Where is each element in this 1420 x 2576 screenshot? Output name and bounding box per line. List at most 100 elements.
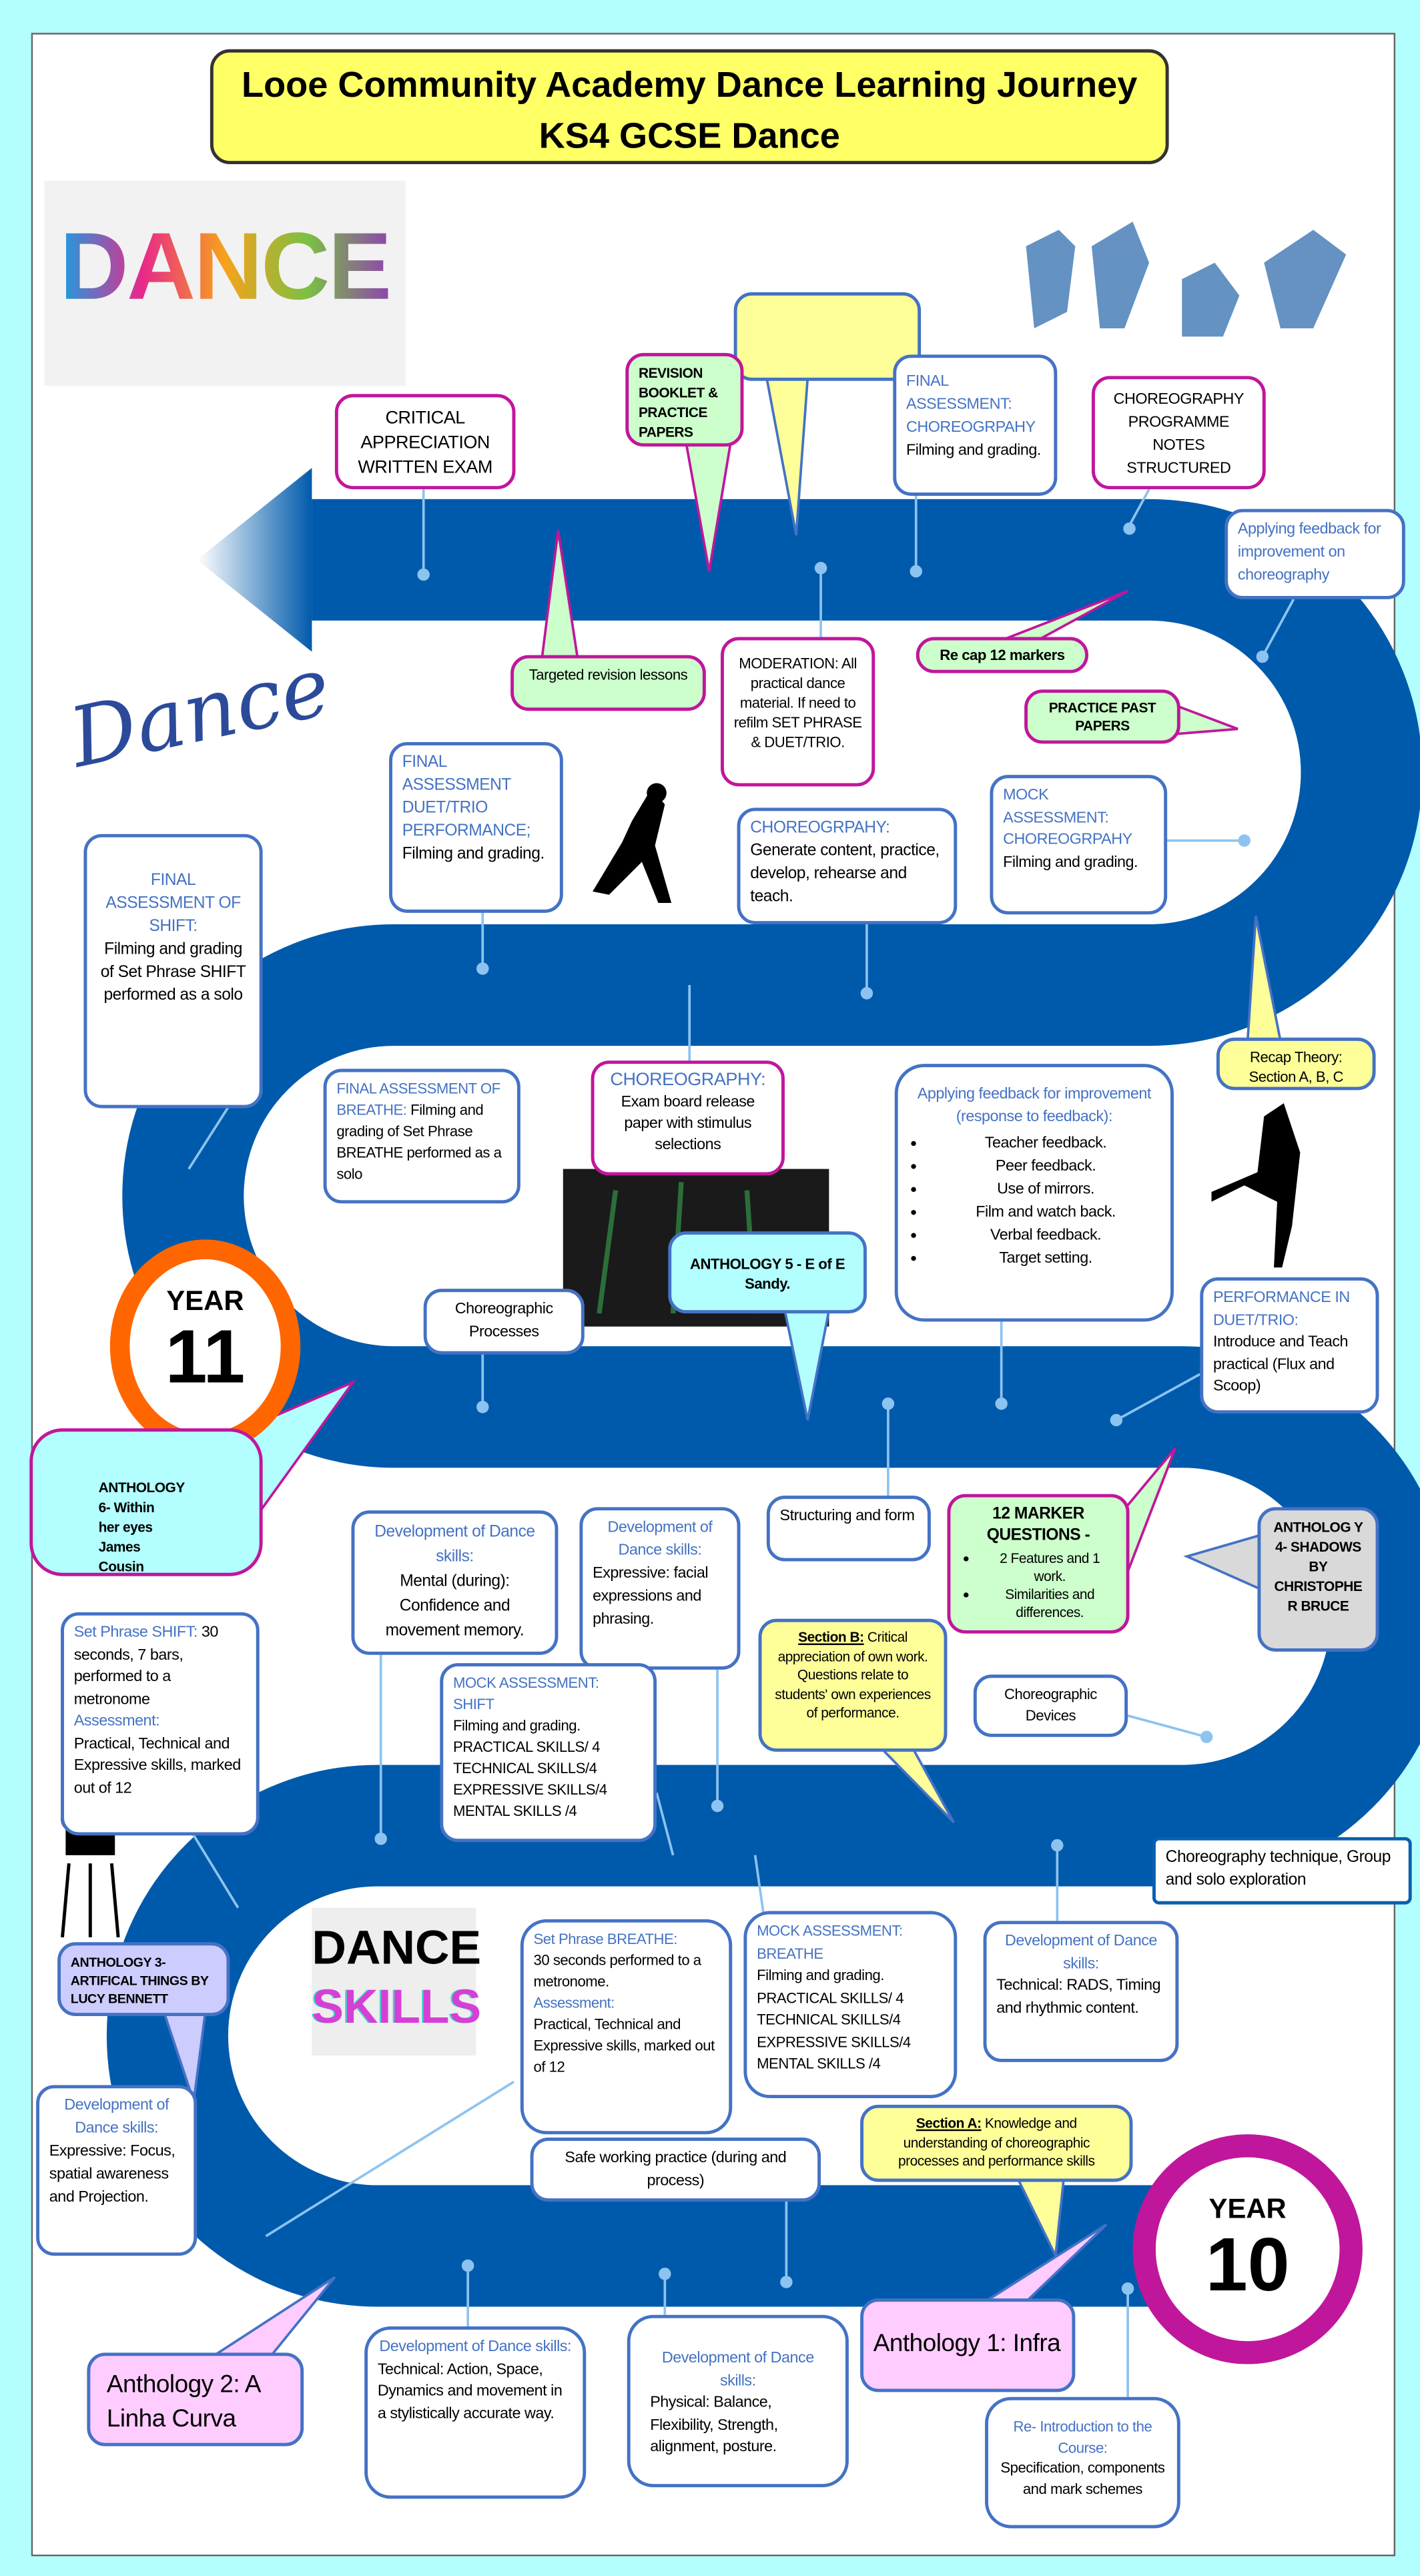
anthology-4-callout: ANTHOLOG Y 4- SHADOWS BY CHRISTOPHE R BR… [1257, 1507, 1379, 1652]
year-11-badge: YEAR 11 [109, 1239, 301, 1454]
box-title: FINAL ASSESSMENT OF SHIFT: [105, 872, 241, 936]
box-text: MODERATION: All practical dance material… [733, 655, 862, 751]
box-title: Set Phrase BREATHE: [533, 1931, 678, 1947]
dev-expressive-focus-box: Development of Dance skills:Expressive: … [36, 2085, 198, 2256]
box-text: 30 seconds, 7 bars, performed to a metro… [73, 1624, 219, 1708]
box-title: CHOREOGRPAHY: [750, 819, 890, 838]
twelve-marker-callout: 12 MARKER QUESTIONS - 2 Features and 1 w… [947, 1494, 1130, 1634]
dev-physical-box: Development of Dance skills:Physical: Ba… [627, 2314, 849, 2488]
list-item: Target setting. [931, 1248, 1160, 1271]
box-text: CRITICAL APPRECIATION WRITTEN EXAM [358, 408, 492, 478]
box-title: Set Phrase SHIFT: [73, 1624, 198, 1642]
box-text: 30 seconds performed to a metronome. [533, 1952, 702, 1990]
feedback-list: Teacher feedback. Peer feedback. Use of … [908, 1133, 1160, 1271]
moderation-box: MODERATION: All practical dance material… [720, 637, 875, 787]
programme-notes-box: CHOREOGRAPHY PROGRAMME NOTES STRUCTURED [1091, 376, 1266, 490]
box-text: Filming and grading of Set Phrase SHIFT … [100, 940, 246, 1005]
box-text: Structuring and form [779, 1507, 915, 1526]
box-text: Knowledge and understanding of choreogra… [898, 2114, 1095, 2169]
box-text: Specification, components and mark schem… [1000, 2459, 1165, 2497]
dance-skills-top: DANCE [312, 1922, 482, 1975]
final-assessment-choreography-box: FINAL ASSESSMENT: CHOREOGRPAHY Filming a… [893, 354, 1058, 496]
list-item: Film and watch back. [931, 1202, 1160, 1225]
anthology-2-callout: Anthology 2: A Linha Curva [87, 2352, 304, 2447]
set-phrase-breathe-box: Set Phrase BREATHE: 30 seconds performed … [520, 1919, 733, 2135]
box-text: Choreographic Devices [1004, 1686, 1097, 1724]
box-title: FINAL ASSESSMENT: CHOREOGRPAHY [906, 372, 1036, 437]
assessment-label: Assessment: [73, 1712, 160, 1730]
box-text: Re cap 12 markers [940, 647, 1065, 663]
box-title: Applying feedback for improvement on cho… [1237, 520, 1381, 585]
box-text: Generate content, practice, develop, reh… [750, 842, 940, 906]
year-label: YEAR [1208, 2193, 1287, 2225]
box-line: MENTAL SKILLS /4 [452, 1803, 577, 1819]
choreography-exam-box: CHOREOGRAPHY:Exam board release paper wi… [591, 1060, 785, 1176]
box-line: PRACTICAL SKILLS/ 4 [452, 1738, 600, 1755]
mock-breathe-box: MOCK ASSESSMENT: BREATHE Filming and gra… [743, 1911, 958, 2099]
box-title: Development of Dance skills: [64, 2096, 169, 2138]
box-text: Expressive: Focus, spatial awareness and… [49, 2142, 175, 2207]
box-text: Introduce and Teach practical (Flux and … [1213, 1333, 1349, 1396]
box-text: Technical: RADS, Timing and rhythmic con… [996, 1976, 1161, 2017]
box-title: MOCK ASSESSMENT: BREATHE [757, 1922, 903, 1961]
targeted-revision-callout: Targeted revision lessons [510, 655, 706, 711]
performance-duet-trio-box: PERFORMANCE IN DUET/TRIO: Introduce and … [1200, 1277, 1379, 1414]
box-line: PRACTICAL SKILLS/ 4 [757, 1989, 904, 2006]
anthology-6-callout: ANTHOLOGY 6- Within her eyes James Cousi… [29, 1428, 263, 1576]
title-line-1: Looe Community Academy Dance Learning Jo… [242, 63, 1138, 105]
reintroduction-box: Re- Introduction to the Course:Specifica… [985, 2396, 1180, 2529]
revision-booklet-callout: REVISION BOOKLET & PRACTICE PAPERS [625, 352, 744, 447]
section-b-callout: Section B: Critical appreciation of own … [758, 1618, 948, 1752]
practice-past-papers-callout: PRACTICE PAST PAPERS [1024, 689, 1180, 744]
box-text: Filming and grading of Set Phrase BREATH… [336, 1101, 502, 1183]
box-text: Mental (during): Confidence and movement… [385, 1572, 524, 1640]
empty-callout [733, 292, 922, 381]
final-shift-box: FINAL ASSESSMENT OF SHIFT:Filming and gr… [83, 834, 263, 1108]
year-10-badge: YEAR 10 [1132, 2134, 1363, 2364]
box-text: ANTHOLOGY 5 - E of E Sandy. [690, 1255, 845, 1293]
dance-skills-logo: DANCE SKILLS [312, 1907, 482, 2056]
recap-theory-callout: Recap Theory: Section A, B, C [1216, 1037, 1376, 1090]
choreographic-devices-box: Choreographic Devices [973, 1674, 1128, 1737]
critical-appreciation-exam-box: CRITICAL APPRECIATION WRITTEN EXAM [334, 394, 516, 490]
assessment-text: Practical, Technical and Expressive skil… [73, 1734, 242, 1797]
box-title: FINAL ASSESSMENT DUET/TRIO PERFORMANCE; [402, 753, 531, 841]
box-title: CHOREOGRAPHY: [610, 1070, 766, 1090]
assessment-label: Assessment: [533, 1995, 615, 2011]
box-title: 12 MARKER QUESTIONS - [986, 1505, 1090, 1545]
dance-colorful-logo: DANCE [44, 180, 406, 386]
title-line-2: KS4 GCSE Dance [539, 115, 840, 156]
safe-working-practice-box: Safe working practice (during and proces… [530, 2138, 821, 2202]
choreographic-processes-box: Choreographic Processes [423, 1289, 585, 1355]
box-text: Targeted revision lessons [528, 666, 688, 683]
dancer-silhouette-1 [593, 783, 672, 904]
box-text: Filming and grading. [402, 845, 545, 864]
dev-technical-action-box: Development of Dance skills:Technical: A… [364, 2326, 587, 2499]
feedback-choreography-box: Applying feedback for improvement on cho… [1224, 509, 1405, 599]
box-title: MOCK ASSESSMENT: SHIFT [452, 1674, 599, 1712]
box-line: TECHNICAL SKILLS/4 [452, 1760, 597, 1777]
feedback-response-box: Applying feedback for improvement (respo… [894, 1064, 1174, 1322]
box-title: FINAL ASSESSMENT OF BREATHE: [336, 1080, 500, 1118]
list-item: Peer feedback. [931, 1156, 1160, 1179]
box-text: CHOREOGRAPHY PROGRAMME NOTES STRUCTURED [1113, 390, 1245, 478]
box-text: REVISION BOOKLET & PRACTICE PAPERS [638, 364, 718, 440]
list-item: 2 Features and 1 work. [984, 1550, 1116, 1586]
box-text: Anthology 2: A Linha Curva [106, 2370, 260, 2433]
box-title: Development of Dance skills: [1005, 1932, 1157, 1973]
year-number: 10 [1205, 2221, 1290, 2307]
dancer-silhouette-2 [1211, 1103, 1301, 1268]
box-text: Expressive: facial expressions and phras… [593, 1564, 709, 1629]
assessment-text: Practical, Technical and Expressive skil… [533, 2016, 715, 2075]
set-phrase-shift-box: Set Phrase SHIFT: 30 seconds, 7 bars, pe… [61, 1612, 260, 1836]
box-text: ANTHOLOGY 3- ARTIFICAL THINGS BY LUCY BE… [70, 1955, 209, 2007]
dev-technical-rads-box: Development of Dance skills:Technical: R… [983, 1921, 1179, 2062]
box-text: Critical appreciation of own work. Quest… [775, 1628, 931, 1721]
anthology-5-callout: ANTHOLOGY 5 - E of E Sandy. [668, 1231, 867, 1314]
box-title: PERFORMANCE IN DUET/TRIO: [1213, 1289, 1350, 1329]
road-arrowhead [197, 468, 312, 652]
box-text: Recap Theory: Section A, B, C [1249, 1049, 1344, 1086]
choreography-generate-box: CHOREOGRPAHY: Generate content, practice,… [737, 808, 958, 925]
recap-12-markers-callout: Re cap 12 markers [916, 637, 1089, 673]
